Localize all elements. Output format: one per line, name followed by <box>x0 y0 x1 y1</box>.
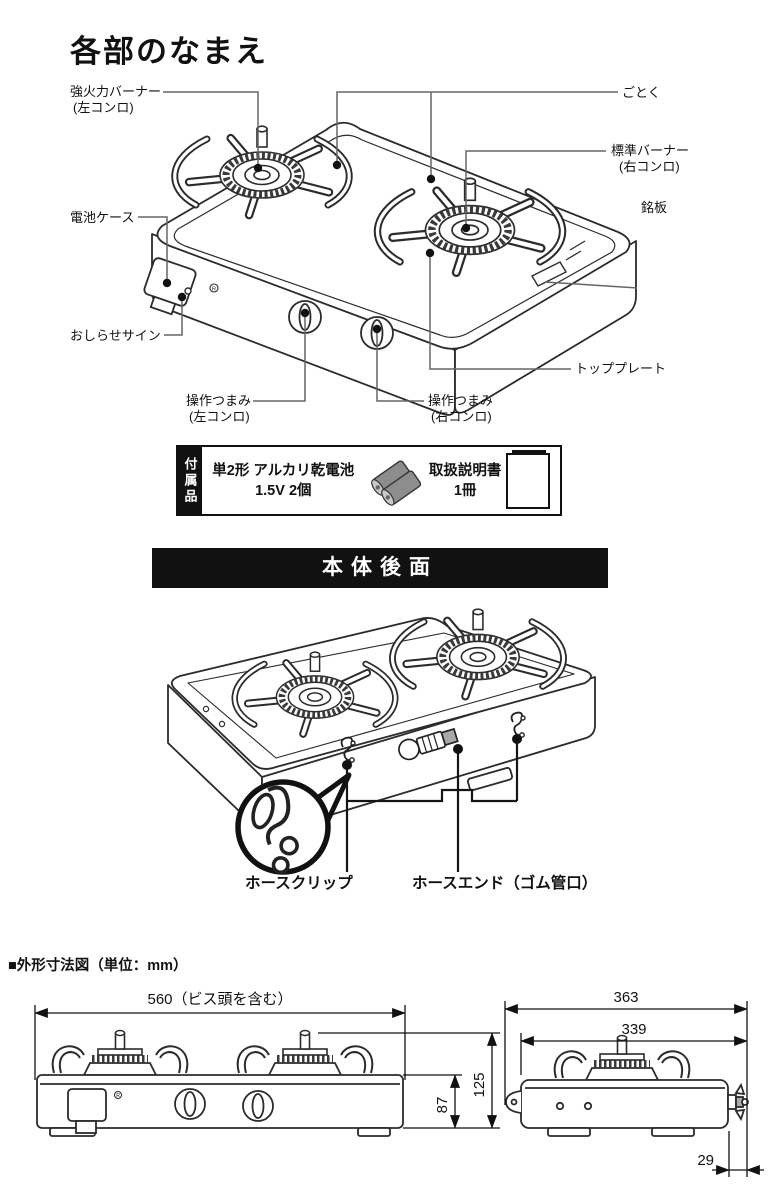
label-line: 取扱説明書 <box>428 462 502 479</box>
label-line: おしらせサイン <box>70 328 161 343</box>
label-line: (左コンロ) <box>189 409 250 424</box>
front-view-dimensions <box>34 1005 500 1129</box>
label-line: 操作つまみ <box>428 393 494 408</box>
dim-rear-offset: 29 <box>697 1152 714 1169</box>
front-view-drawing: R <box>36 1031 404 1137</box>
accessories-box: 付属品 単2形 アルカリ乾電池 1.5V 2個 取扱説明書 1冊 <box>176 445 562 516</box>
svg-text:R: R <box>116 1093 120 1099</box>
dim-body-height: 87 <box>434 1097 451 1114</box>
label-knob-right: 操作つまみ (右コンロ) <box>428 393 493 425</box>
battery-icon <box>370 459 421 506</box>
manual-spec: 取扱説明書 1冊 <box>429 461 502 501</box>
label-line: 1冊 <box>453 482 477 499</box>
rear-leader-dots <box>342 734 522 770</box>
svg-text:R: R <box>212 286 216 292</box>
label-notice-sign: おしらせサイン <box>70 328 161 344</box>
dim-total-depth: 363 <box>613 989 638 1006</box>
registered-mark: R <box>209 283 219 293</box>
label-standard-burner: 標準バーナー (右コンロ) <box>611 143 689 175</box>
rear-section-banner: 本体後面 <box>152 548 608 588</box>
label-knob-left: 操作つまみ (左コンロ) <box>186 393 251 425</box>
label-line: 操作つまみ <box>186 393 252 408</box>
magnified-clip <box>251 785 299 875</box>
label-top-plate: トッププレート <box>575 361 666 377</box>
label-battery-case: 電池ケース <box>70 210 134 226</box>
leader-lines <box>138 91 638 402</box>
dimensions-header: ■外形寸法図（単位：mm） <box>8 958 188 974</box>
accessories-tab: 付属品 <box>178 447 202 514</box>
notice-led-art <box>184 287 192 295</box>
dim-front-width: 560（ビス頭を含む） <box>147 991 292 1008</box>
label-hose-clip: ホースクリップ <box>245 875 353 892</box>
label-line: (右コンロ) <box>431 409 492 424</box>
parts-diagram-top-view: R <box>0 80 780 460</box>
label-line: トッププレート <box>575 361 667 376</box>
label-high-power-burner: 強火力バーナー (左コンロ) <box>70 84 161 116</box>
hose-end-art <box>398 727 459 761</box>
stove-top-illustration: R <box>138 91 638 416</box>
page-title: 各部のなまえ <box>70 34 268 69</box>
label-line: (左コンロ) <box>73 100 134 115</box>
label-gotoku: ごとく <box>622 85 661 101</box>
dimension-drawings: R 560（ビス頭を含む） 87 125 <box>0 985 780 1200</box>
label-line: ごとく <box>622 85 661 100</box>
label-line: 強火力バーナー <box>70 84 162 99</box>
label-line: 銘板 <box>641 200 668 215</box>
rear-leader-lines <box>345 739 519 872</box>
label-line: 標準バーナー <box>611 143 690 158</box>
label-nameplate: 銘板 <box>641 200 667 216</box>
magnifier-callout <box>235 772 352 875</box>
label-line: 電池ケース <box>70 210 135 225</box>
nameplate-art <box>531 261 567 287</box>
dim-body-depth: 339 <box>621 1021 646 1038</box>
side-view-dimensions <box>504 1001 764 1177</box>
side-view-drawing <box>505 1036 749 1137</box>
accessories-content: 単2形 アルカリ乾電池 1.5V 2個 取扱説明書 1冊 <box>202 447 560 514</box>
parts-diagram-rear-view: ホースクリップ ホースエンド（ゴム管口） <box>0 595 780 905</box>
dimension-drawings-svg: R 560（ビス頭を含む） 87 125 <box>34 989 764 1177</box>
label-hose-end: ホースエンド（ゴム管口） <box>412 875 598 892</box>
battery-spec: 単2形 アルカリ乾電池 1.5V 2個 <box>212 461 354 501</box>
side-vents <box>565 240 586 261</box>
dim-total-height: 125 <box>471 1072 488 1097</box>
stove-rear-body <box>167 617 596 846</box>
label-line: 1.5V 2個 <box>255 482 312 499</box>
leader-dots <box>162 160 471 334</box>
stove-rear-illustration <box>167 595 596 875</box>
label-line: 単2形 アルカリ乾電池 <box>212 462 355 479</box>
manual-booklet-icon <box>505 449 550 509</box>
label-line: (右コンロ) <box>619 159 680 174</box>
